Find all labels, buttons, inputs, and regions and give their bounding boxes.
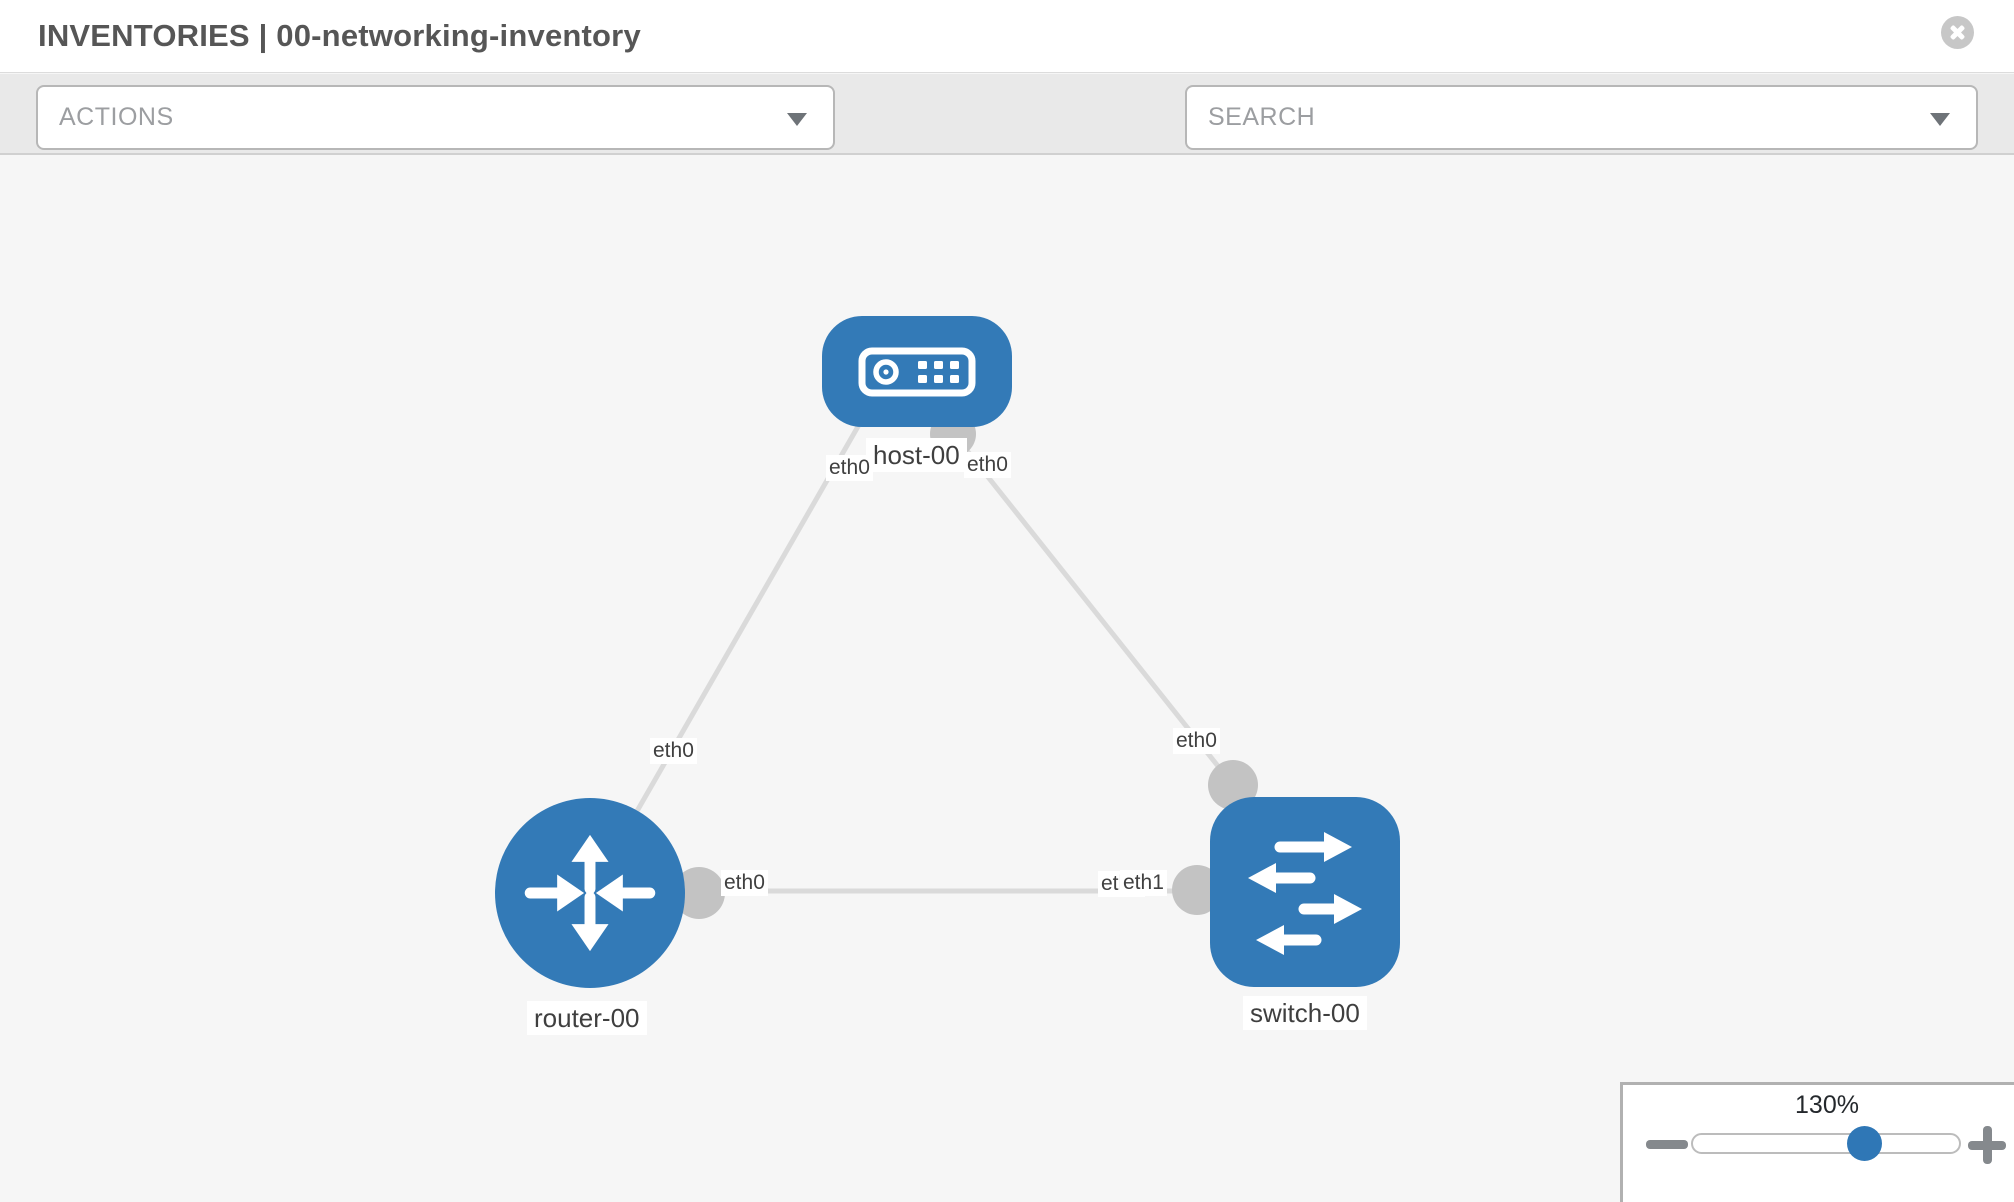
- connector-switch-eth1: [1172, 865, 1222, 915]
- search-dropdown[interactable]: SEARCH: [1185, 85, 1978, 150]
- node-label-router-00: router-00: [527, 1001, 647, 1035]
- chevron-down-icon: [787, 113, 807, 126]
- host-icon: [858, 347, 976, 396]
- iface-label-router-eth0-to-switch: eth0: [721, 870, 768, 896]
- node-switch-00[interactable]: [1210, 797, 1400, 987]
- chevron-down-icon: [1930, 113, 1950, 126]
- page-title: INVENTORIES | 00-networking-inventory: [38, 18, 641, 53]
- iface-label-router-eth0-to-host: eth0: [650, 738, 697, 764]
- connector-router-eth0: [673, 867, 725, 919]
- iface-label-host-eth0-to-router: eth0: [826, 455, 873, 481]
- iface-label-host-eth0-to-switch: eth0: [964, 452, 1011, 478]
- toolbar: ACTIONS SEARCH: [0, 74, 2014, 210]
- plus-icon-bar: [1983, 1126, 1992, 1164]
- topology-links-layer: [587, 411, 1258, 919]
- plus-icon[interactable]: [1967, 1125, 2007, 1165]
- switch-icon: [1248, 832, 1362, 955]
- router-icon: [524, 834, 656, 952]
- node-label-switch-00: switch-00: [1243, 996, 1367, 1030]
- link-host-switch: [951, 431, 1235, 787]
- actions-dropdown[interactable]: ACTIONS: [36, 85, 835, 150]
- header: INVENTORIES | 00-networking-inventory: [0, 0, 2014, 73]
- search-input-placeholder: SEARCH: [1208, 103, 1316, 131]
- topology-canvas[interactable]: host-00 router-00 switch-00 eth0 eth0 et…: [0, 155, 2014, 1202]
- interface-connectors: [673, 411, 1258, 919]
- zoom-slider-track[interactable]: [1691, 1133, 1961, 1154]
- zoom-level-value: 130%: [1795, 1091, 1859, 1119]
- node-label-host-00: host-00: [866, 438, 967, 472]
- iface-label-switch-eth1-to-router: eth1: [1120, 870, 1167, 896]
- zoom-slider-handle[interactable]: [1847, 1126, 1882, 1161]
- link-lines: [587, 421, 1235, 895]
- minus-icon[interactable]: [1646, 1140, 1688, 1149]
- actions-dropdown-label: ACTIONS: [59, 103, 174, 131]
- zoom-control-panel: 130%: [1620, 1082, 2014, 1202]
- iface-label-switch-eth0-to-host: eth0: [1173, 728, 1220, 754]
- node-router-00[interactable]: [495, 798, 685, 988]
- node-host-00[interactable]: [822, 316, 1012, 427]
- close-button[interactable]: [1941, 16, 1974, 49]
